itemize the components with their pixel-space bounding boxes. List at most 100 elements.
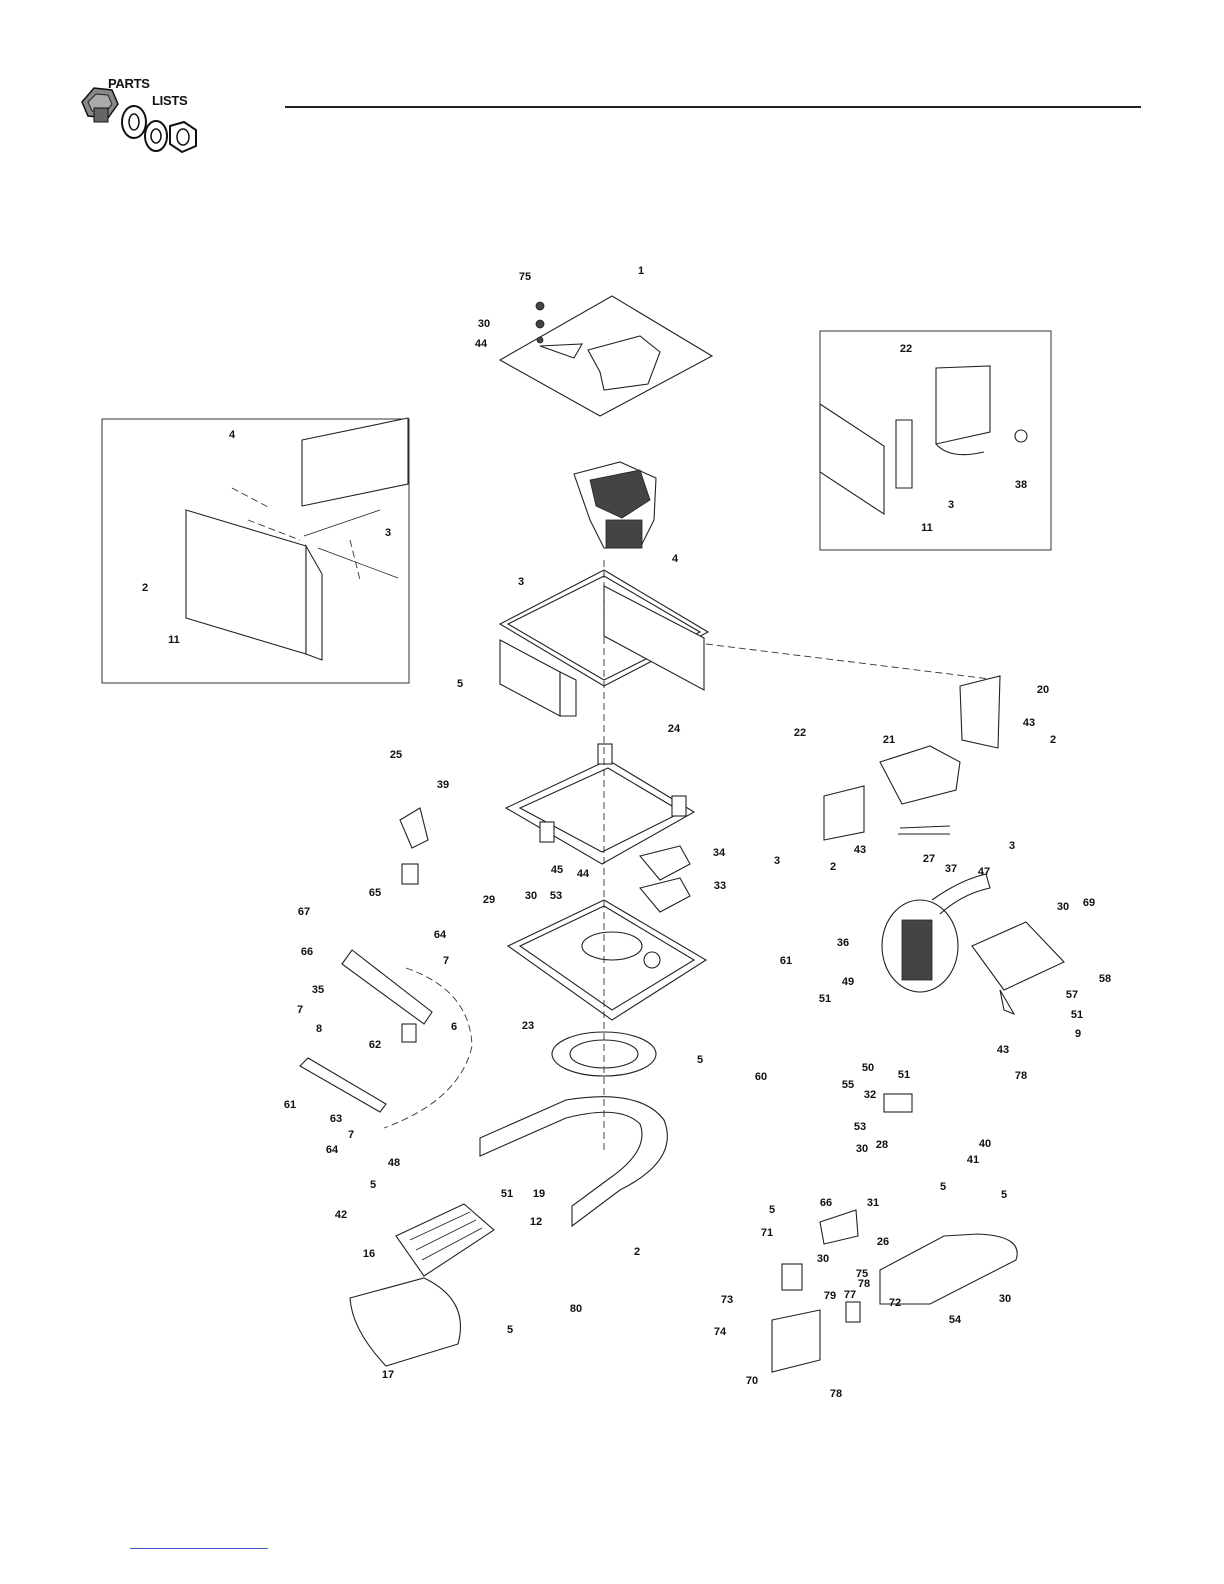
- callout-number: 35: [312, 984, 324, 996]
- callout-number: 17: [382, 1369, 394, 1381]
- callout-number: 4: [672, 553, 679, 565]
- callout-number: 38: [1015, 479, 1027, 491]
- callout-number: 28: [876, 1139, 888, 1151]
- callout-number: 40: [979, 1138, 991, 1150]
- callout-number: 26: [877, 1236, 889, 1248]
- callout-number: 60: [755, 1071, 767, 1083]
- left-inset-detail: [101, 417, 410, 684]
- callout-number: 29: [483, 894, 495, 906]
- callout-number: 3: [385, 527, 391, 539]
- callout-number: 51: [819, 993, 831, 1005]
- muffler: [349, 1203, 495, 1367]
- callout-number: 30: [817, 1253, 829, 1265]
- callout-number: 7: [348, 1129, 354, 1141]
- engine-assembly: [573, 461, 657, 549]
- callout-number: 61: [284, 1099, 296, 1111]
- callout-number: 25: [390, 749, 402, 761]
- callout-number: 66: [301, 946, 313, 958]
- callout-number: 16: [363, 1248, 375, 1260]
- callout-number: 45: [551, 864, 563, 876]
- callout-number: 44: [577, 868, 590, 880]
- right-inset-detail: [819, 330, 1052, 551]
- callout-number: 41: [967, 1154, 979, 1166]
- callout-number: 51: [501, 1188, 513, 1200]
- callout-number: 61: [780, 955, 792, 967]
- callout-number: 30: [856, 1143, 868, 1155]
- callout-number: 49: [842, 976, 854, 988]
- footer-link-underline: [130, 1548, 268, 1549]
- callout-number: 78: [1015, 1070, 1027, 1082]
- base-frame: [504, 743, 696, 865]
- callout-number: 31: [867, 1197, 879, 1209]
- callout-number: 30: [478, 318, 490, 330]
- callout-number: 58: [1099, 973, 1111, 985]
- callout-number: 22: [794, 727, 806, 739]
- callout-number: 11: [168, 634, 180, 646]
- callout-number: 44: [475, 338, 488, 350]
- callout-number: 20: [1037, 684, 1049, 696]
- logo-text-lists: LISTS: [152, 93, 188, 108]
- callout-number: 5: [370, 1179, 376, 1191]
- callout-number: 75: [856, 1268, 868, 1280]
- parts-lists-logo: PARTS LISTS: [72, 72, 212, 172]
- callout-number: 22: [900, 343, 912, 355]
- callout-number: 2: [142, 582, 148, 594]
- callout-number: 30: [525, 890, 537, 902]
- callout-number: 73: [721, 1294, 733, 1306]
- callout-number: 39: [437, 779, 449, 791]
- callout-number: 34: [713, 847, 726, 859]
- gaskets: [639, 845, 691, 913]
- callout-number: 3: [948, 499, 954, 511]
- callout-number: 43: [997, 1044, 1009, 1056]
- callout-number: 36: [837, 937, 849, 949]
- callout-number: 47: [978, 866, 990, 878]
- callout-number: 37: [945, 863, 957, 875]
- callout-number: 51: [898, 1069, 910, 1081]
- callout-number: 75: [519, 271, 531, 283]
- callout-number: 57: [1066, 989, 1078, 1001]
- callout-number: 7: [297, 1004, 303, 1016]
- callout-number: 71: [761, 1227, 773, 1239]
- callout-number: 3: [774, 855, 780, 867]
- callout-number: 9: [1075, 1028, 1081, 1040]
- callout-number: 1: [638, 265, 644, 277]
- callout-number: 74: [714, 1326, 727, 1338]
- callout-number: 64: [326, 1144, 339, 1156]
- callout-number: 43: [854, 844, 866, 856]
- callout-number: 50: [862, 1062, 874, 1074]
- header-rule: [285, 106, 1141, 108]
- callout-number: 3: [518, 576, 524, 588]
- callout-number: 53: [854, 1121, 866, 1133]
- callout-number: 30: [1057, 901, 1069, 913]
- callout-number: 2: [1050, 734, 1056, 746]
- callout-number: 12: [530, 1216, 542, 1228]
- callout-number: 7: [443, 955, 449, 967]
- callout-number: 54: [949, 1314, 962, 1326]
- callout-number: 79: [824, 1290, 836, 1302]
- callout-number: 48: [388, 1157, 400, 1169]
- callout-number: 67: [298, 906, 310, 918]
- callout-number: 27: [923, 853, 935, 865]
- callout-number: 24: [668, 723, 681, 735]
- callout-number: 80: [570, 1303, 582, 1315]
- fan-shroud: [479, 1096, 668, 1228]
- callout-number: 77: [844, 1289, 856, 1301]
- callout-number: 78: [830, 1388, 842, 1400]
- callout-number: 5: [457, 678, 463, 690]
- callout-number: 5: [1001, 1189, 1007, 1201]
- lower-right-parts: [771, 1093, 1018, 1373]
- callout-number: 19: [533, 1188, 545, 1200]
- callout-number: 21: [883, 734, 895, 746]
- callout-number: 69: [1083, 897, 1095, 909]
- top-plate: [498, 295, 714, 417]
- callout-number: 6: [451, 1021, 457, 1033]
- callout-number: 2: [634, 1246, 640, 1258]
- callout-number: 43: [1023, 717, 1035, 729]
- callout-number: 5: [769, 1204, 775, 1216]
- callout-number: 32: [864, 1089, 876, 1101]
- logo-text-parts: PARTS: [108, 76, 150, 91]
- callout-number: 63: [330, 1113, 342, 1125]
- callout-number: 66: [820, 1197, 832, 1209]
